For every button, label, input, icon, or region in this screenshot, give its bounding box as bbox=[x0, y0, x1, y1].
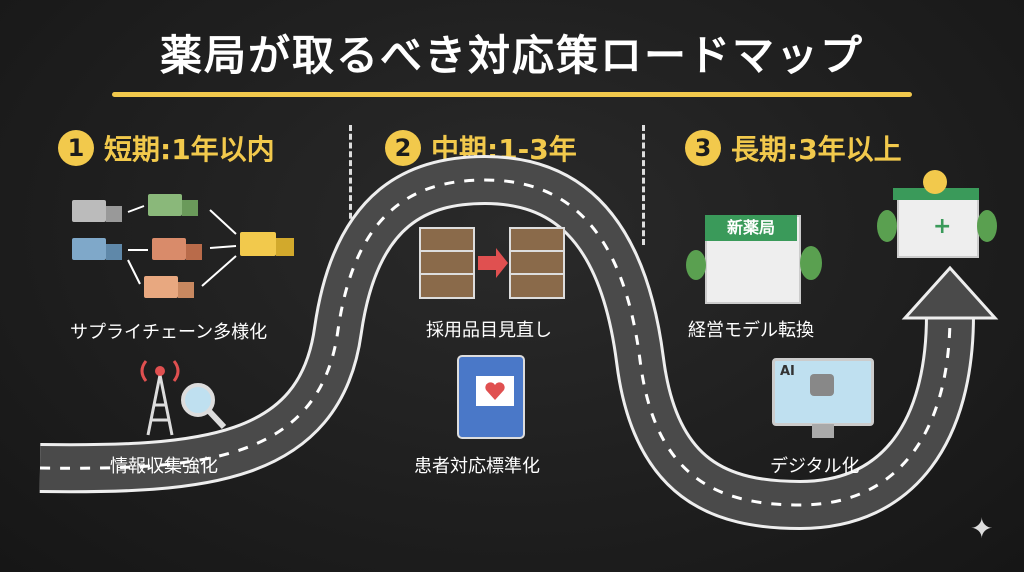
phase-number-badge: 2 bbox=[385, 130, 421, 166]
happy-pharmacy-goal-icon: + bbox=[875, 170, 1000, 260]
phase-number-badge: 1 bbox=[58, 130, 94, 166]
item-formulary-review: 採用品目見直し bbox=[426, 320, 552, 341]
phase-divider bbox=[642, 125, 645, 245]
item-supply-chain: サプライチェーン多様化 bbox=[70, 322, 268, 343]
page-title: 薬局が取るべき対応策ロードマップ bbox=[159, 31, 864, 80]
antenna-magnifier-icon bbox=[140, 360, 227, 436]
phase-long-term: 3 長期:3年以上 bbox=[685, 128, 902, 168]
phase-short-term: 1 短期:1年以内 bbox=[58, 128, 275, 168]
new-pharmacy-sign: 新薬局 bbox=[705, 215, 797, 241]
heart-manual-icon bbox=[457, 355, 525, 439]
item-digitalization: デジタル化 bbox=[770, 456, 860, 477]
item-business-model: 経営モデル転換 bbox=[688, 320, 814, 341]
trucks-network-icon bbox=[72, 194, 294, 298]
phase-label: 短期:1年以内 bbox=[104, 133, 275, 166]
phase-mid-term: 2 中期:1-3年 bbox=[385, 128, 577, 168]
road-arrow-head bbox=[901, 265, 999, 320]
phase-divider bbox=[349, 125, 352, 245]
shelves-swap-icon bbox=[419, 227, 565, 299]
ai-robot-monitor-icon: AI bbox=[772, 358, 874, 444]
item-patient-standardization: 患者対応標準化 bbox=[414, 456, 540, 477]
sparkle-icon: ✦ bbox=[970, 512, 994, 545]
phase-number-badge: 3 bbox=[685, 130, 721, 166]
ai-label: AI bbox=[780, 364, 795, 379]
item-info-gathering: 情報収集強化 bbox=[110, 456, 218, 477]
title-underline bbox=[112, 92, 912, 97]
new-pharmacy-building-icon: 新薬局 bbox=[680, 210, 825, 304]
phase-label: 長期:3年以上 bbox=[731, 133, 902, 166]
